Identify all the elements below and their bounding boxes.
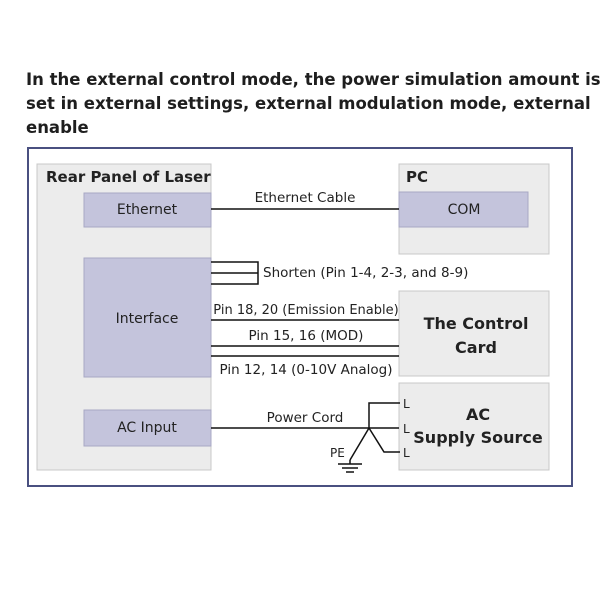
pin-mod-label: Pin 15, 16 (MOD) (249, 328, 364, 344)
laser-panel-title: Rear Panel of Laser (46, 168, 211, 186)
ac-supply-title-line-2: Supply Source (413, 428, 543, 447)
ac-supply-title-line-1: AC (466, 405, 490, 424)
l-label-bottom: L (403, 446, 410, 460)
pe-label: PE (330, 446, 345, 460)
interface-port-label: Interface (116, 311, 179, 327)
l-label-middle: L (403, 422, 410, 436)
control-card-title-line-2: Card (455, 338, 497, 357)
interface-port (83, 257, 212, 378)
com-port (398, 191, 529, 228)
com-port-label: COM (448, 202, 481, 218)
ac-supply-box (398, 382, 550, 471)
heading: In the external control mode, the power … (26, 68, 600, 140)
ac-input-port (83, 409, 212, 447)
ethernet-port (83, 192, 212, 228)
ethernet-cable-label: Ethernet Cable (255, 190, 356, 206)
heading-line-2: set in external settings, external modul… (26, 94, 591, 113)
pin-emission-label: Pin 18, 20 (Emission Enable) (213, 303, 398, 318)
pc-title: PC (406, 168, 428, 186)
heading-line-3: enable (26, 118, 89, 137)
heading-line-1: In the external control mode, the power … (26, 70, 600, 89)
shorten-label: Shorten (Pin 1-4, 2-3, and 8-9) (263, 265, 468, 281)
l-branch-bottom (368, 427, 400, 453)
power-cord-label: Power Cord (267, 410, 344, 426)
control-card-box (398, 290, 550, 377)
l-label-top: L (403, 397, 410, 411)
control-card-title-line-1: The Control (424, 314, 529, 333)
pin-analog-label: Pin 12, 14 (0-10V Analog) (219, 362, 392, 378)
ethernet-port-label: Ethernet (117, 202, 178, 218)
pe-wire (349, 427, 370, 461)
ac-input-port-label: AC Input (117, 420, 177, 436)
l-branch-top (368, 402, 400, 428)
